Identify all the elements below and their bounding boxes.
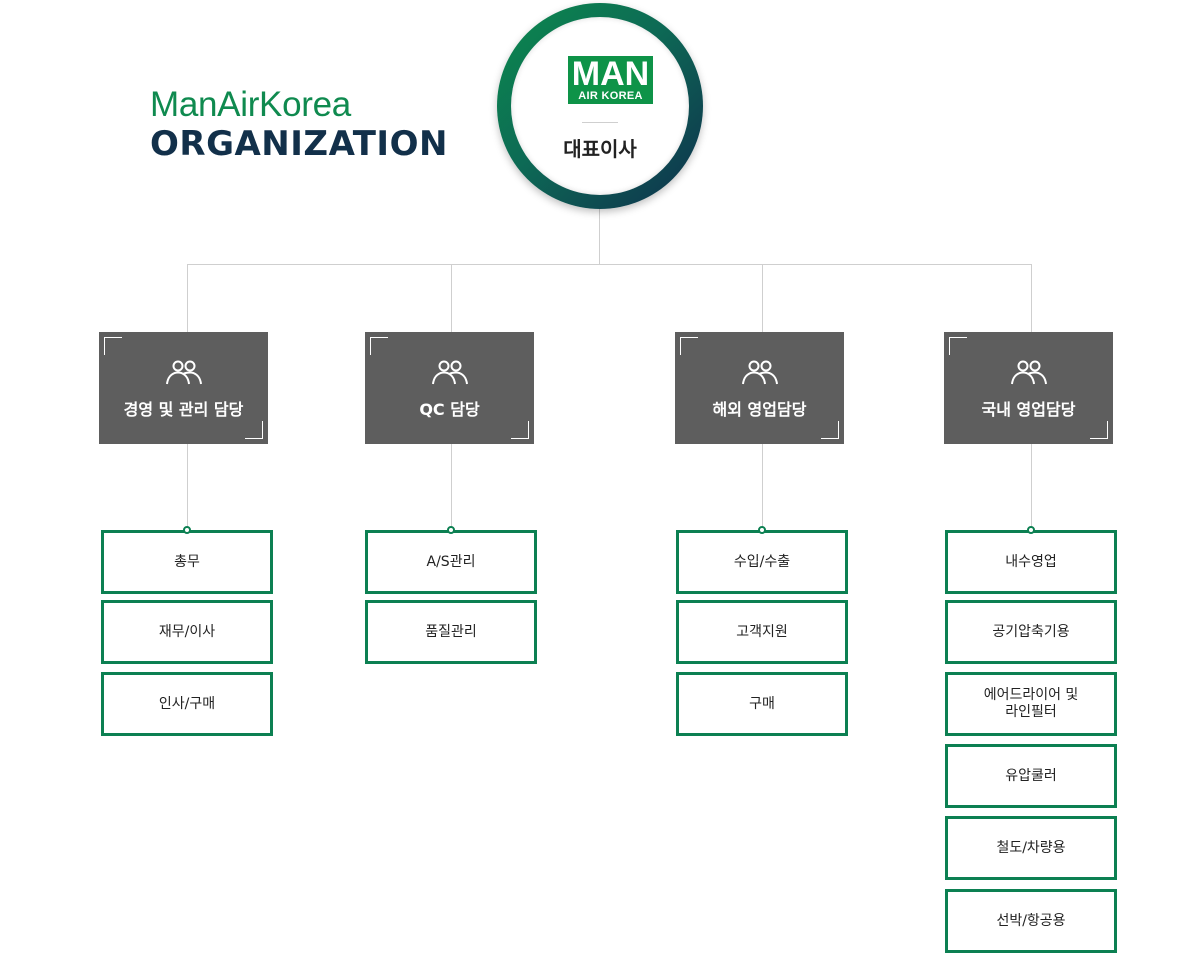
page-heading: ManAirKorea ORGANIZATION xyxy=(150,85,448,165)
connector-dept-2 xyxy=(451,264,452,332)
team-box: 유압쿨러 xyxy=(945,744,1117,808)
corner-decoration xyxy=(511,421,529,439)
connector-dot xyxy=(758,526,766,534)
page-title: ORGANIZATION xyxy=(150,124,448,164)
team-box: 공기압축기용 xyxy=(945,600,1117,664)
corner-decoration xyxy=(680,337,698,355)
people-icon xyxy=(1010,360,1048,386)
team-label: 인사/구매 xyxy=(158,695,216,712)
team-box: A/S관리 xyxy=(365,526,537,594)
team-label: 유압쿨러 xyxy=(1005,767,1057,784)
team-box: 선박/항공용 xyxy=(945,889,1117,953)
team-label: 에어드라이어 및 라인필터 xyxy=(983,687,1079,720)
team-label: 품질관리 xyxy=(425,623,477,640)
corner-decoration xyxy=(821,421,839,439)
team-box: 내수영업 xyxy=(945,526,1117,594)
ceo-node: MAN AIR KOREA 대표이사 xyxy=(497,3,703,209)
department-box: QC 담당 xyxy=(365,332,534,444)
company-name: ManAirKorea xyxy=(150,85,351,124)
connector-ceo-down xyxy=(599,208,600,264)
corner-decoration xyxy=(949,337,967,355)
team-box: 수입/수출 xyxy=(676,526,848,594)
department-label: 해외 영업담당 xyxy=(712,400,807,419)
team-label: 내수영업 xyxy=(1005,553,1057,570)
department-label: 국내 영업담당 xyxy=(981,400,1076,419)
department-box: 국내 영업담당 xyxy=(944,332,1113,444)
team-label: A/S관리 xyxy=(426,553,476,570)
corner-decoration xyxy=(370,337,388,355)
connector-sub-4 xyxy=(1031,444,1032,530)
team-box: 품질관리 xyxy=(365,600,537,664)
ceo-label: 대표이사 xyxy=(563,137,637,161)
team-box: 고객지원 xyxy=(676,600,848,664)
people-icon xyxy=(165,360,203,386)
team-label: 수입/수출 xyxy=(733,553,791,570)
connector-dept-3 xyxy=(762,264,763,332)
team-box: 재무/이사 xyxy=(101,600,273,664)
connector-dept-1 xyxy=(187,264,188,332)
connector-dot xyxy=(183,526,191,534)
corner-decoration xyxy=(104,337,122,355)
department-box: 해외 영업담당 xyxy=(675,332,844,444)
team-label: 구매 xyxy=(749,695,775,712)
ceo-inner-circle: MAN AIR KOREA 대표이사 xyxy=(511,17,689,195)
team-box: 인사/구매 xyxy=(101,672,273,736)
company-logo: MAN AIR KOREA xyxy=(568,56,653,104)
ceo-divider xyxy=(582,122,618,123)
people-icon xyxy=(431,360,469,386)
department-box: 경영 및 관리 담당 xyxy=(99,332,268,444)
connector-sub-3 xyxy=(762,444,763,530)
connector-sub-1 xyxy=(187,444,188,530)
team-label: 재무/이사 xyxy=(158,623,216,640)
connector-sub-2 xyxy=(451,444,452,530)
logo-main-text: MAN xyxy=(571,55,650,93)
team-label: 공기압축기용 xyxy=(992,623,1070,640)
connector-dept-4 xyxy=(1031,264,1032,332)
team-box: 총무 xyxy=(101,526,273,594)
connector-horizontal xyxy=(187,264,1032,265)
team-box: 철도/차량용 xyxy=(945,816,1117,880)
connector-dot xyxy=(1027,526,1035,534)
department-label: QC 담당 xyxy=(419,400,480,419)
logo-sub-text: AIR KOREA xyxy=(578,90,643,102)
team-box: 에어드라이어 및 라인필터 xyxy=(945,672,1117,736)
connector-dot xyxy=(447,526,455,534)
team-label: 선박/항공용 xyxy=(996,912,1066,929)
team-box: 구매 xyxy=(676,672,848,736)
corner-decoration xyxy=(1090,421,1108,439)
team-label: 철도/차량용 xyxy=(996,839,1066,856)
people-icon xyxy=(741,360,779,386)
corner-decoration xyxy=(245,421,263,439)
team-label: 고객지원 xyxy=(736,623,788,640)
department-label: 경영 및 관리 담당 xyxy=(123,400,244,419)
team-label: 총무 xyxy=(174,553,200,570)
